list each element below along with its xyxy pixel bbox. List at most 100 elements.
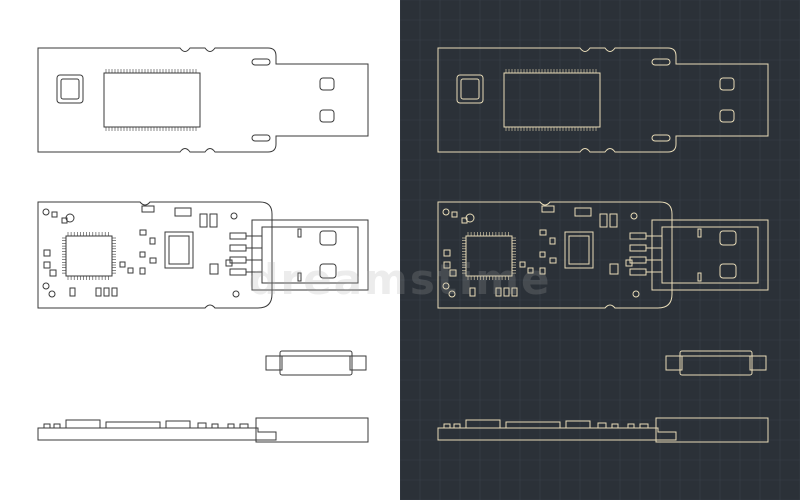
usb-profile-chip-2 — [505, 421, 561, 429]
usb-pcb-mounting-holes — [442, 208, 640, 298]
pcb-pad — [229, 244, 247, 252]
usb-pcb-crystal — [564, 231, 594, 269]
pcb-smd-part — [539, 229, 547, 236]
usb-top-slot-upper — [651, 58, 671, 66]
usb-side-body — [279, 350, 353, 376]
usb-top-slot-upper — [251, 58, 271, 66]
pcb-smd-part — [625, 259, 633, 267]
pcb-smd-part — [127, 267, 134, 274]
usb-drawing-group — [437, 47, 769, 443]
dark-blueprint-panel — [400, 0, 800, 500]
usb-pcb-crystal — [164, 231, 194, 269]
usb-pcb-crystal-inner — [168, 235, 190, 265]
usb-pcb-contact-window-2 — [319, 263, 337, 279]
usb-top-contact-window-2 — [319, 109, 335, 123]
usb-profile-board — [37, 427, 277, 441]
pcb-smd-part — [469, 287, 476, 297]
usb-drawing-group — [37, 47, 369, 443]
pcb-smd-part — [139, 267, 146, 275]
pcb-hole — [632, 290, 640, 298]
usb-pcb-contact-window-1 — [319, 230, 337, 246]
usb-top-flash-chip — [103, 72, 201, 128]
usb-pcb-contact-mark-2 — [697, 272, 702, 282]
usb-pcb-mounting-holes — [42, 208, 240, 298]
pcb-smd-part — [511, 287, 518, 297]
pcb-hole — [448, 290, 456, 298]
usb-pcb-controller-pins — [462, 232, 516, 280]
usb-pcb-controller-chip — [465, 235, 513, 277]
usb-side-body — [679, 350, 753, 376]
usb-pcb-smd-components — [443, 205, 633, 297]
usb-pcb-contact-pads — [629, 232, 662, 276]
usb-top-flash-chip — [503, 72, 601, 128]
profile-part — [53, 423, 61, 429]
pcb-hole — [42, 208, 50, 216]
usb-top-chip-pins — [105, 69, 197, 131]
pcb-smd-part — [451, 211, 458, 218]
pcb-hole — [42, 282, 50, 290]
usb-pcb-board — [37, 201, 273, 309]
usb-pcb-contact-mark-1 — [697, 228, 702, 238]
usb-profile-chip-1 — [465, 419, 501, 429]
pcb-smd-part — [599, 213, 608, 228]
pcb-pad — [629, 232, 647, 240]
usb-pcb-smd-components — [43, 205, 233, 297]
usb-top-slot-lower — [251, 134, 271, 142]
usb-top-contact-window-2 — [719, 109, 735, 123]
pcb-smd-part — [527, 267, 534, 274]
usb-pcb-contact-mark-1 — [297, 228, 302, 238]
pcb-smd-part — [49, 269, 57, 277]
usb-pcb-board — [437, 201, 673, 309]
pcb-smd-part — [43, 249, 51, 257]
usb-top-housing — [437, 47, 769, 153]
pcb-hole — [442, 208, 450, 216]
usb-pcb-connector-inner — [261, 226, 359, 284]
pcb-smd-part — [141, 205, 155, 213]
usb-pcb-test-point — [465, 213, 475, 223]
usb-profile-small-parts — [443, 422, 649, 429]
pcb-smd-part — [103, 287, 110, 297]
usb-pcb-connector-inner — [661, 226, 759, 284]
usb-profile-connector — [655, 417, 769, 443]
usb-profile-connector — [255, 417, 369, 443]
profile-part — [443, 423, 451, 429]
pcb-hole — [48, 290, 56, 298]
pcb-smd-part — [574, 207, 592, 217]
pcb-hole — [442, 282, 450, 290]
pcb-smd-part — [609, 213, 618, 228]
pcb-smd-part — [495, 287, 502, 297]
usb-top-contact-window-1 — [719, 77, 735, 91]
usb-top-slot-lower — [651, 134, 671, 142]
pcb-smd-part — [539, 267, 546, 275]
pcb-smd-part — [95, 287, 102, 297]
pcb-smd-part — [174, 207, 192, 217]
profile-part — [639, 423, 649, 429]
usb-profile-chip-1 — [65, 419, 101, 429]
usb-pcb-connector-shell — [251, 219, 369, 291]
usb-profile-board — [437, 427, 677, 441]
pcb-smd-part — [549, 257, 557, 264]
pcb-smd-part — [443, 261, 451, 269]
profile-part — [453, 423, 461, 429]
usb-top-led-inner — [60, 78, 80, 100]
pcb-smd-part — [209, 263, 219, 275]
usb-side-cap-left — [265, 355, 283, 371]
usb-top-housing — [37, 47, 369, 153]
profile-part — [239, 423, 249, 429]
pcb-pad — [229, 232, 247, 240]
pcb-smd-part — [149, 237, 156, 245]
usb-profile-chip-2 — [105, 421, 161, 429]
dark-usb-drawings — [400, 0, 800, 500]
usb-side-cap-left — [665, 355, 683, 371]
profile-part — [227, 423, 235, 429]
usb-pcb-controller-chip — [65, 235, 113, 277]
pcb-smd-part — [139, 229, 147, 236]
usb-pcb-contact-pads — [229, 232, 262, 276]
usb-profile-chip-3 — [165, 420, 191, 429]
usb-pcb-crystal-inner — [568, 235, 590, 265]
pcb-smd-part — [541, 205, 555, 213]
pcb-hole — [232, 290, 240, 298]
pcb-smd-part — [43, 261, 51, 269]
pcb-smd-part — [69, 287, 76, 297]
light-blueprint-panel — [37, 47, 369, 443]
